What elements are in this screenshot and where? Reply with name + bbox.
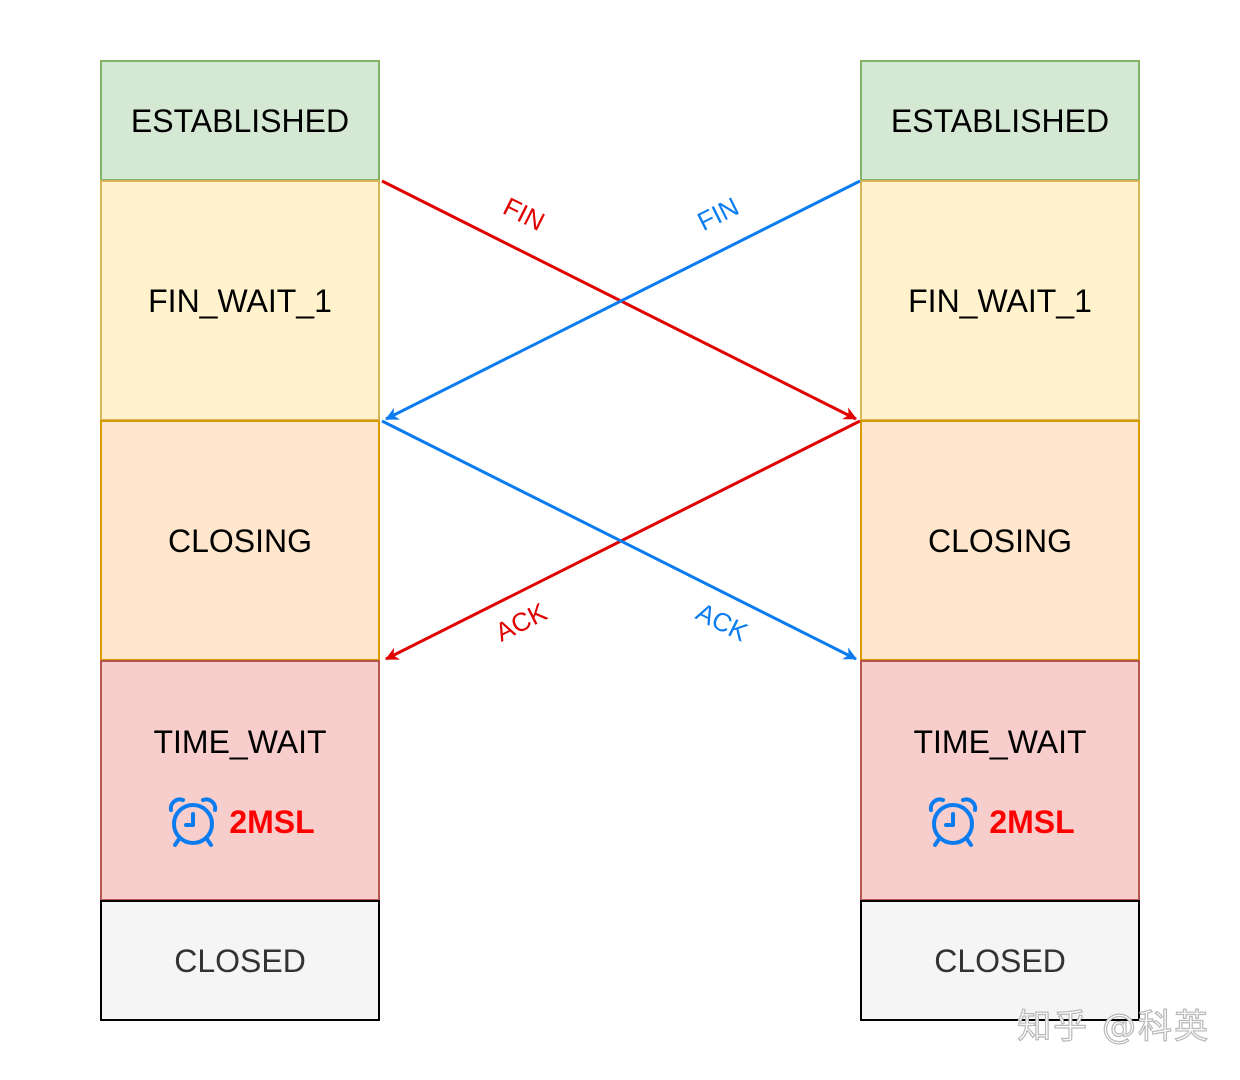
alarm-clock-icon bbox=[169, 797, 218, 847]
fin-right-to-left-arrow bbox=[385, 179, 861, 421]
right-state-closing: CLOSING bbox=[860, 420, 1140, 661]
left-state-closing-label: CLOSING bbox=[167, 522, 313, 559]
right-timer: 2MSL bbox=[925, 794, 1075, 850]
left-timer-label: 2MSL bbox=[229, 804, 315, 840]
watermark: 知乎 @科英 bbox=[1017, 1006, 1210, 1047]
right-state-closing-label: CLOSING bbox=[927, 522, 1073, 559]
left-state-time-wait: TIME_WAIT 2MSL bbox=[100, 660, 380, 901]
ack-right-to-left-arrow bbox=[385, 419, 861, 661]
left-state-fin-wait-1: FIN_WAIT_1 bbox=[100, 180, 380, 421]
left-state-closed-label: CLOSED bbox=[174, 942, 306, 979]
ack-left-to-right-label: ACK bbox=[691, 597, 753, 648]
right-state-fin-wait-1: FIN_WAIT_1 bbox=[860, 180, 1140, 421]
fin-right-to-left-label: FIN bbox=[693, 191, 744, 237]
left-timer: 2MSL bbox=[165, 794, 315, 850]
left-state-time-wait-label: TIME_WAIT bbox=[153, 724, 327, 760]
left-state-established-label: ESTABLISHED bbox=[130, 102, 350, 139]
right-state-fin-wait-1-label: FIN_WAIT_1 bbox=[908, 282, 1092, 319]
fin-left-to-right-arrow bbox=[381, 179, 857, 421]
ack-right-to-left-label: ACK bbox=[490, 596, 552, 647]
left-state-fin-wait-1-label: FIN_WAIT_1 bbox=[148, 282, 332, 319]
right-state-established: ESTABLISHED bbox=[860, 60, 1140, 181]
left-state-closed: CLOSED bbox=[100, 900, 380, 1021]
left-state-established: ESTABLISHED bbox=[100, 60, 380, 181]
right-state-closed-label: CLOSED bbox=[934, 942, 1066, 979]
right-timer-label: 2MSL bbox=[989, 804, 1075, 840]
alarm-clock-icon bbox=[929, 797, 978, 847]
fin-left-to-right-label: FIN bbox=[499, 191, 550, 237]
left-state-closing: CLOSING bbox=[100, 420, 380, 661]
right-state-closed: CLOSED bbox=[860, 900, 1140, 1021]
right-state-time-wait-label: TIME_WAIT bbox=[913, 724, 1087, 760]
right-state-established-label: ESTABLISHED bbox=[890, 102, 1110, 139]
right-state-time-wait: TIME_WAIT 2MSL bbox=[860, 660, 1140, 901]
ack-left-to-right-arrow bbox=[381, 419, 857, 661]
